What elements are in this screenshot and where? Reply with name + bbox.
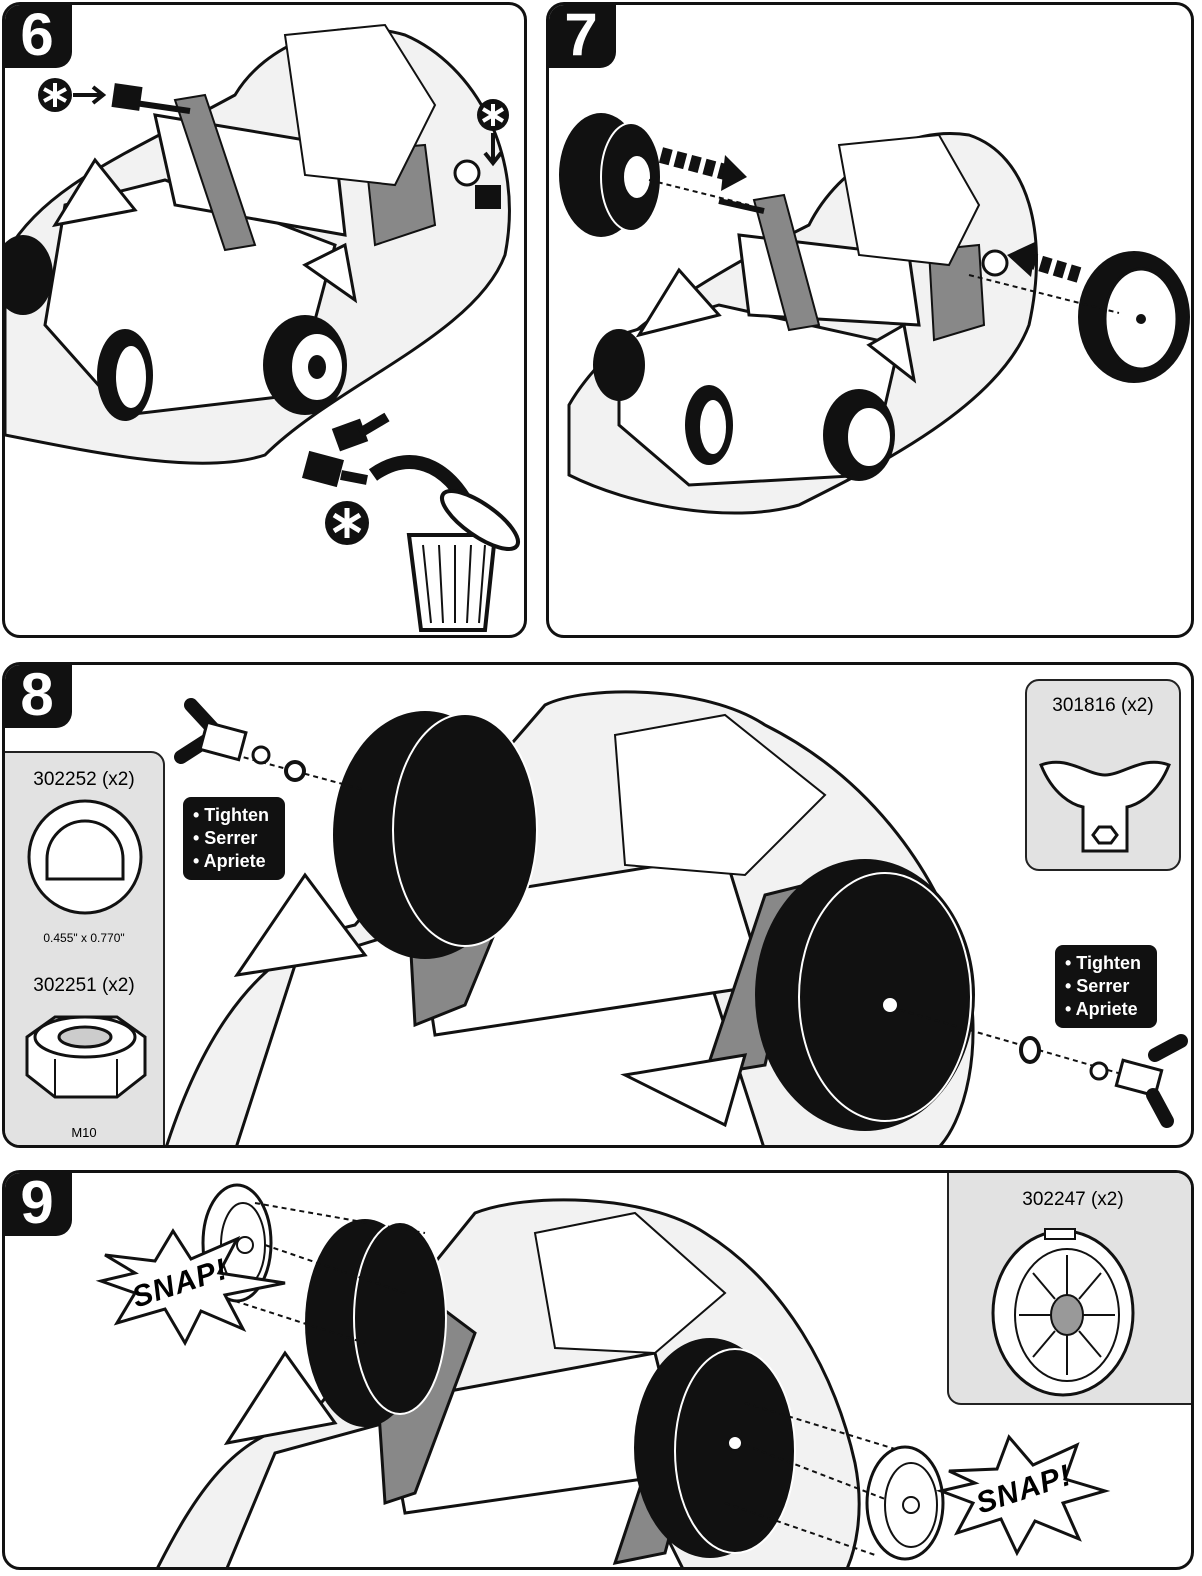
parts-callout-right: 301816 (x2)	[1025, 679, 1181, 871]
tighten-instruction-right: • Tighten • Serrer • Apriete	[1055, 945, 1157, 1028]
step-7-illustration	[559, 113, 1190, 515]
hubcap-part-code: 302247 (x2)	[1022, 1189, 1124, 1210]
step-6-illustration	[5, 23, 520, 632]
snap-burst-left	[95, 1228, 286, 1347]
step-number: 7	[549, 5, 616, 68]
step-7-panel: 7	[546, 2, 1194, 638]
step-number: 8	[5, 665, 72, 728]
parts-callout-hubcap: 302247 (x2)	[947, 1173, 1191, 1405]
wingnut-icon	[1039, 760, 1171, 853]
step-6-panel: 6	[2, 2, 527, 638]
step-number: 6	[5, 5, 72, 68]
asterisk-icon	[477, 99, 509, 167]
washer-dimensions: 0.455" x 0.770"	[43, 931, 125, 945]
asterisk-icon	[325, 501, 369, 545]
step-8-panel: 8 302252 (x2) 0.455" x 0.770" 302251 (x2…	[2, 662, 1194, 1148]
washer-icon	[27, 799, 143, 915]
nut-part-code: 302251 (x2)	[33, 975, 135, 996]
nut-icon	[25, 1015, 147, 1099]
tighten-instruction-left: • Tighten • Serrer • Apriete	[183, 797, 285, 880]
step-9-illustration	[95, 1183, 1111, 1567]
step-9-panel: 9 SNAP! SNAP! 302247 (x2)	[2, 1170, 1194, 1570]
step-8-illustration	[165, 690, 1188, 1145]
parts-callout-left: 302252 (x2) 0.455" x 0.770" 302251 (x2) …	[5, 751, 165, 1145]
asterisk-icon	[38, 78, 107, 112]
nut-size: M10	[71, 1125, 97, 1140]
trash-can-icon	[406, 489, 520, 632]
step-number: 9	[5, 1173, 72, 1236]
wingnut-part-code: 301816 (x2)	[1052, 695, 1154, 716]
snap-burst-right	[935, 1434, 1111, 1557]
washer-part-code: 302252 (x2)	[33, 769, 135, 790]
hubcap-icon	[991, 1228, 1135, 1397]
